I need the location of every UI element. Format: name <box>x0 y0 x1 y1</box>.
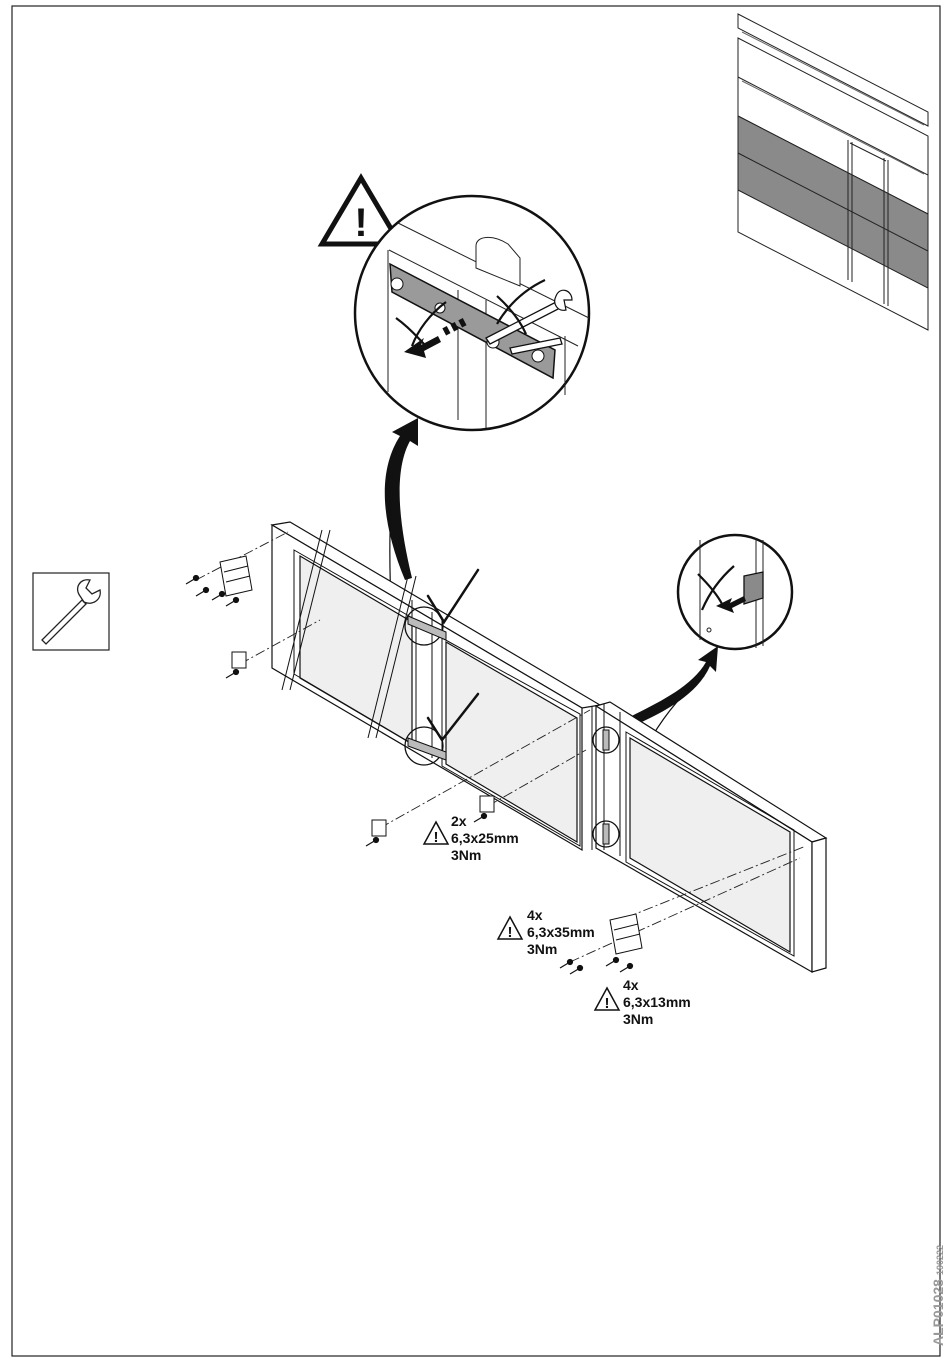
callout-screw-size: 6,3x13mm <box>623 994 691 1011</box>
hardware-callout: 2x 6,3x25mm 3Nm <box>451 813 519 864</box>
bracket <box>744 572 763 604</box>
callout-screw-size: 6,3x25mm <box>451 830 519 847</box>
document-id: ALP01028 190222 <box>930 1245 948 1346</box>
document-code: ALP01028 <box>930 1279 946 1346</box>
hardware-callout: 4x 6,3x13mm 3Nm <box>623 977 691 1028</box>
callout-quantity: 2x <box>451 813 519 830</box>
callout-torque: 3Nm <box>623 1011 691 1028</box>
callout-quantity: 4x <box>527 907 595 924</box>
svg-text:!: ! <box>508 924 513 941</box>
callout-torque: 3Nm <box>451 847 519 864</box>
door-section-left <box>272 522 600 850</box>
svg-text:!: ! <box>354 201 367 245</box>
svg-text:!: ! <box>605 995 610 1012</box>
hardware-callout: 4x 6,3x35mm 3Nm <box>527 907 595 958</box>
door-overview-diagram <box>738 14 928 330</box>
callout-torque: 3Nm <box>527 941 595 958</box>
document-date: 190222 <box>935 1245 945 1275</box>
callout-quantity: 4x <box>623 977 691 994</box>
wrench-icon <box>33 573 109 650</box>
detail-circle-hinge-plate <box>355 196 589 430</box>
callout-screw-size: 6,3x35mm <box>527 924 595 941</box>
svg-text:!: ! <box>434 829 439 846</box>
detail-circle-bracket <box>678 535 792 649</box>
